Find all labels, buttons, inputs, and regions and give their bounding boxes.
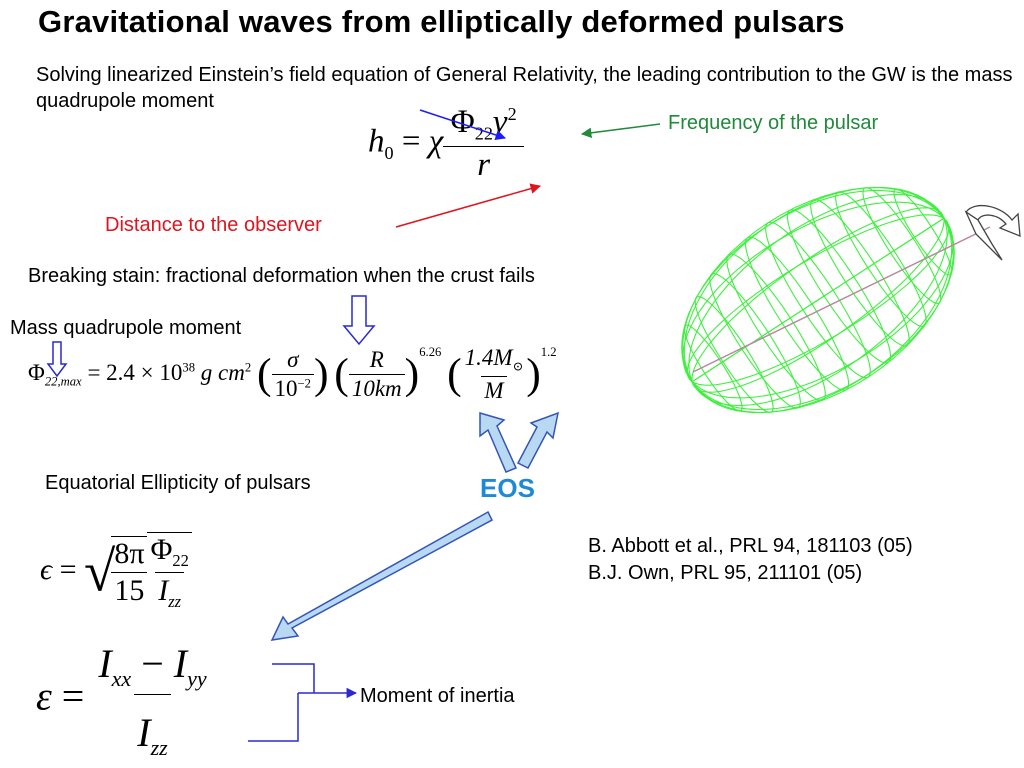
spheroid-outline <box>682 187 954 413</box>
eos-arrow-radius <box>479 412 518 473</box>
mass-quadrupole-label: Mass quadrupole moment <box>10 317 242 339</box>
frequency-label: Frequency of the pulsar <box>668 112 879 134</box>
spheroid-meridian <box>691 218 948 406</box>
eos-arrow-inertia <box>270 510 493 641</box>
inertia-bracket <box>248 663 358 742</box>
ellipticity-label: Equatorial Ellipticity of pulsars <box>45 472 311 494</box>
eos-arrows <box>270 411 559 641</box>
ellipsoid-wireframe-icon <box>681 186 955 414</box>
slide-title: Gravitational waves from elliptically de… <box>38 4 845 39</box>
rotation-axis <box>692 226 991 373</box>
spheroid-meridian <box>683 186 945 382</box>
spheroid-meridian <box>691 218 945 393</box>
spheroid-meridian <box>691 218 953 414</box>
reference-1: B. Abbott et al., PRL 94, 181103 (05) <box>588 535 913 557</box>
reference-2: B.J. Own, PRL 95, 211101 (05) <box>588 562 863 584</box>
eos-arrow-mass <box>516 411 559 469</box>
spheroid-meridian <box>690 217 945 383</box>
quadrupole-down-arrow <box>46 341 68 378</box>
spheroid-meridian <box>691 217 950 386</box>
eos-label: EOS <box>480 473 535 503</box>
quadrupole-pointer-arrow <box>419 109 506 141</box>
spheroid-meridian <box>688 194 945 382</box>
distance-pointer-arrow <box>395 183 542 228</box>
intro-text: Solving linearized Einstein’s field equa… <box>36 64 1013 112</box>
spheroid-meridian <box>691 218 955 411</box>
spheroid-meridian <box>686 214 945 383</box>
breaking-strain-label: Breaking stain: fractional deformation w… <box>28 265 535 287</box>
distance-label: Distance to the observer <box>105 214 322 236</box>
rotation-arrow-icon <box>964 204 1021 261</box>
frequency-pointer-arrow <box>580 123 661 139</box>
breaking-strain-down-arrow <box>342 295 376 346</box>
spheroid-meridian <box>681 189 945 382</box>
spheroid-meridian <box>691 207 945 382</box>
moment-of-inertia-label: Moment of inertia <box>360 685 515 707</box>
